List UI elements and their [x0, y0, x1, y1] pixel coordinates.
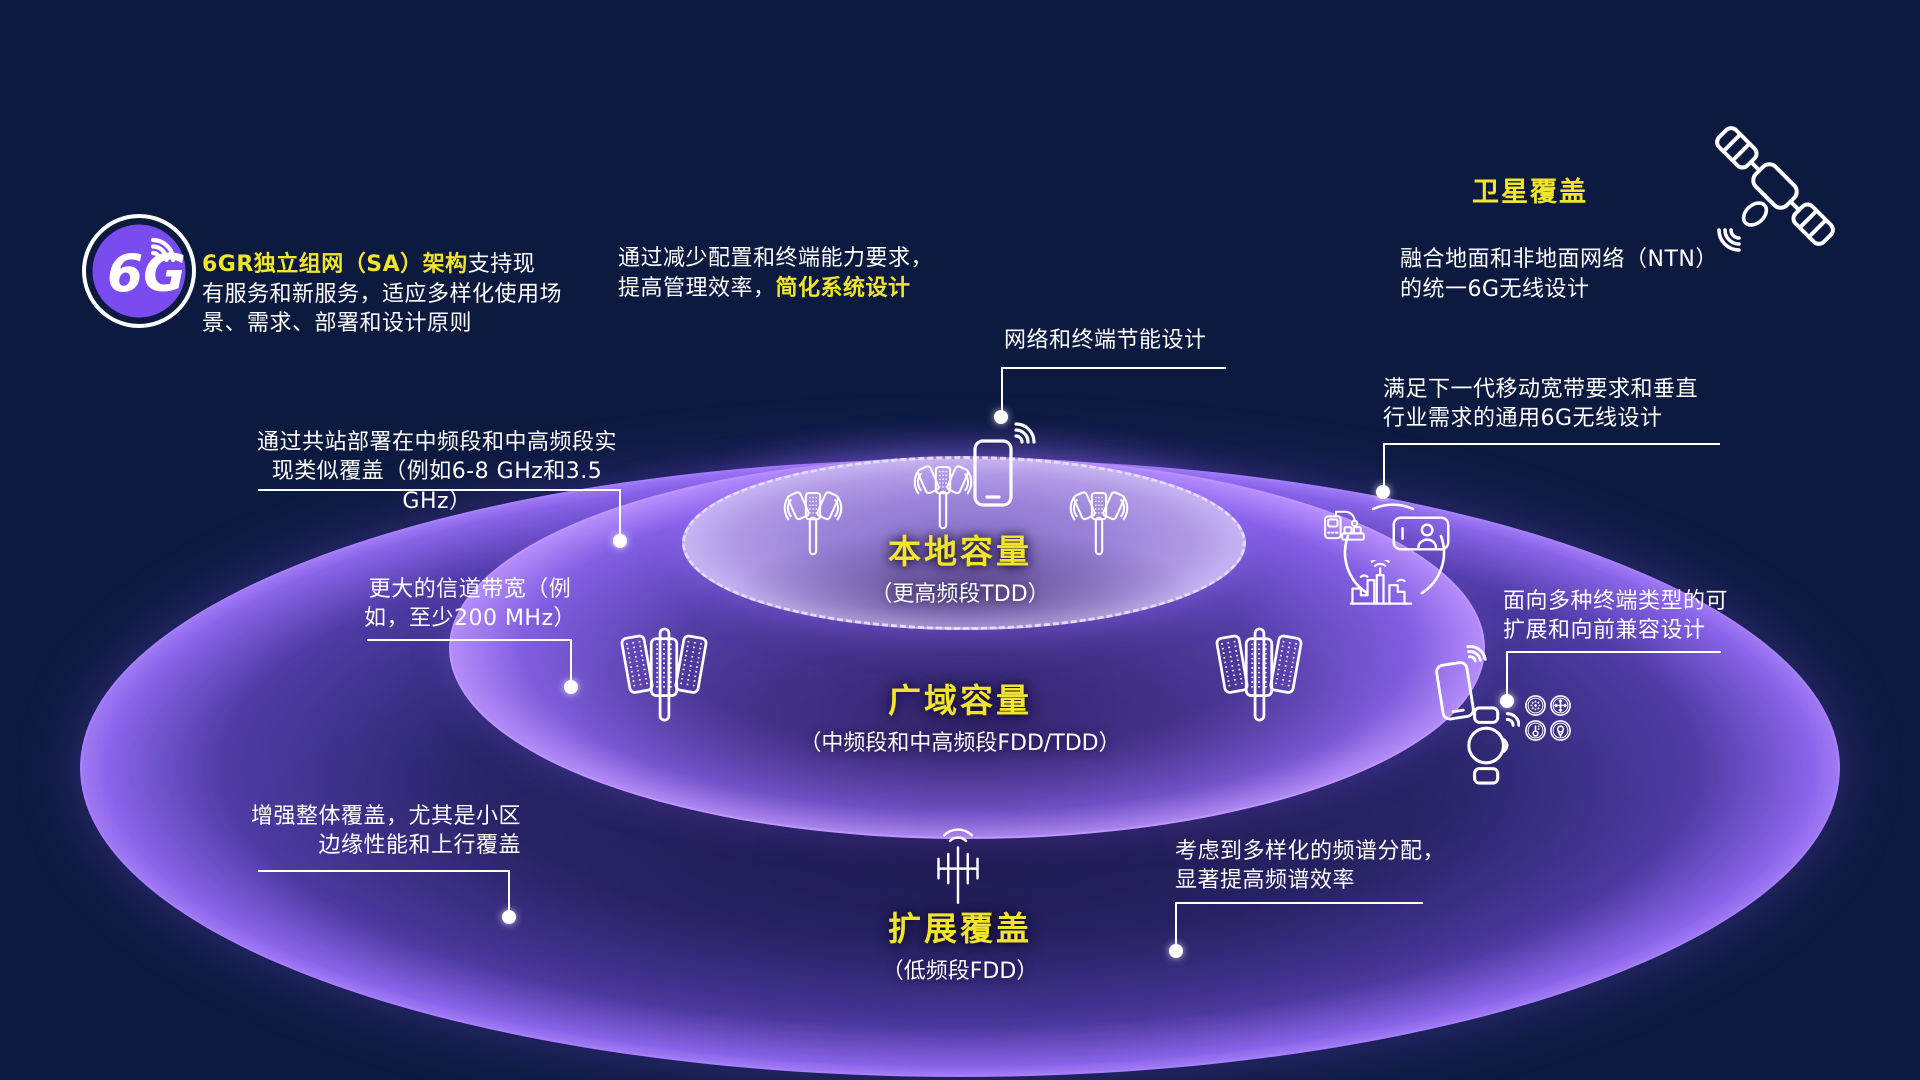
macro-tower-icon [1213, 626, 1305, 724]
leader-dot [502, 910, 516, 924]
layer-label-extended: 扩展覆盖 （低频段FDD） [730, 902, 1190, 985]
leader-line [1175, 902, 1177, 949]
local-capacity-title: 本地容量 [888, 532, 1032, 571]
callout-energy-saving: 网络和终端节能设计 [1004, 328, 1207, 353]
smartphone-icon [972, 422, 1038, 508]
local-capacity-subtitle: （更高频段TDD） [870, 582, 1050, 607]
fan-icon [1525, 695, 1546, 716]
simplify-note: 通过减少配置和终端能力要求， 提高管理效率，简化系统设计 [618, 215, 990, 303]
leader-line [1383, 443, 1720, 445]
small-cell-tower-icon [911, 463, 975, 533]
simplify-body: 通过减少配置和终端能力要求， 提高管理效率， [618, 246, 934, 301]
leader-line [570, 639, 572, 684]
leader-line [258, 489, 621, 491]
leader-line [1175, 902, 1423, 904]
satellite-block: 卫星覆盖 融合地面和非地面网络（NTN） 的统一6G无线设计 [1400, 146, 1730, 334]
smartwatch-icon [1460, 706, 1520, 785]
sensor-icon-grid [1524, 694, 1572, 742]
intro-text: 6GR独立组网（SA）架构支持现 有服务和新服务，适应多样化使用场 景、需求、部… [202, 221, 568, 339]
extended-coverage-subtitle: （低频段FDD） [881, 959, 1039, 984]
layer-label-wide: 广域容量 （中频段和中高频段FDD/TDD） [730, 674, 1190, 757]
leader-dot [994, 410, 1008, 424]
leader-dot [1500, 694, 1514, 708]
leader-line [1506, 651, 1508, 699]
leader-line [1383, 443, 1385, 488]
macro-tower-icon [618, 626, 710, 724]
thermometer-icon [1525, 720, 1546, 741]
leader-line [367, 639, 572, 641]
6g-badge-icon: 6G [80, 212, 198, 330]
leader-dot [613, 534, 627, 548]
simplify-highlight: 简化系统设计 [775, 275, 911, 301]
intro-body: 支持现 有服务和新服务，适应多样化使用场 景、需求、部署和设计原则 [202, 252, 563, 337]
leader-line [1001, 367, 1003, 414]
callout-device-types: 面向多种终端类型的可 扩展和向前兼容设计 [1503, 589, 1729, 644]
leader-line [1506, 651, 1721, 653]
leader-dot [1169, 944, 1183, 958]
small-cell-tower-icon [781, 489, 845, 559]
leader-dot [564, 680, 578, 694]
callout-coverage-boost: 增强整体覆盖，尤其是小区 边缘性能和上行覆盖 [250, 804, 521, 859]
leader-line [258, 870, 510, 872]
move-icon [1550, 695, 1571, 716]
wide-area-capacity-subtitle: （中频段和中高频段FDD/TDD） [799, 731, 1121, 756]
use-case-icon-ring [1322, 498, 1467, 610]
callout-mbb-vertical: 满足下一代移动宽带要求和垂直 行业需求的通用6G无线设计 [1383, 377, 1699, 432]
satellite-title: 卫星覆盖 [1472, 177, 1588, 209]
leader-dot [1376, 485, 1390, 499]
extended-coverage-title: 扩展覆盖 [888, 909, 1032, 948]
layer-label-local: 本地容量 （更高频段TDD） [730, 525, 1190, 608]
smart-city-icon [1349, 560, 1413, 607]
smartphone-icon [1431, 642, 1498, 723]
location-pin-icon [1550, 720, 1571, 741]
small-cell-tower-icon [1067, 489, 1131, 559]
callout-bandwidth: 更大的信道带宽（例 如，至少200 MHz） [363, 577, 577, 632]
dipole-antenna-icon [927, 828, 989, 906]
satellite-body: 融合地面和非地面网络（NTN） 的统一6G无线设计 [1400, 247, 1718, 302]
intro-highlight: 6GR独立组网（SA）架构 [202, 252, 468, 278]
logo-text: 6G [107, 244, 186, 304]
callout-spectrum: 考虑到多样化的频谱分配， 显著提高频谱效率 [1175, 839, 1446, 894]
leader-line [619, 489, 621, 538]
leader-line [508, 870, 510, 915]
callout-co-site: 通过共站部署在中频段和中高频段实 现类似覆盖（例如6-8 GHz和3.5 GHz… [256, 430, 617, 514]
leader-line [1001, 367, 1226, 369]
local-capacity-ellipse [682, 456, 1246, 630]
wide-area-capacity-title: 广域容量 [888, 681, 1032, 720]
video-screen-icon [1392, 514, 1450, 553]
robot-arm-icon [1322, 507, 1367, 549]
satellite-icon [1705, 124, 1845, 264]
